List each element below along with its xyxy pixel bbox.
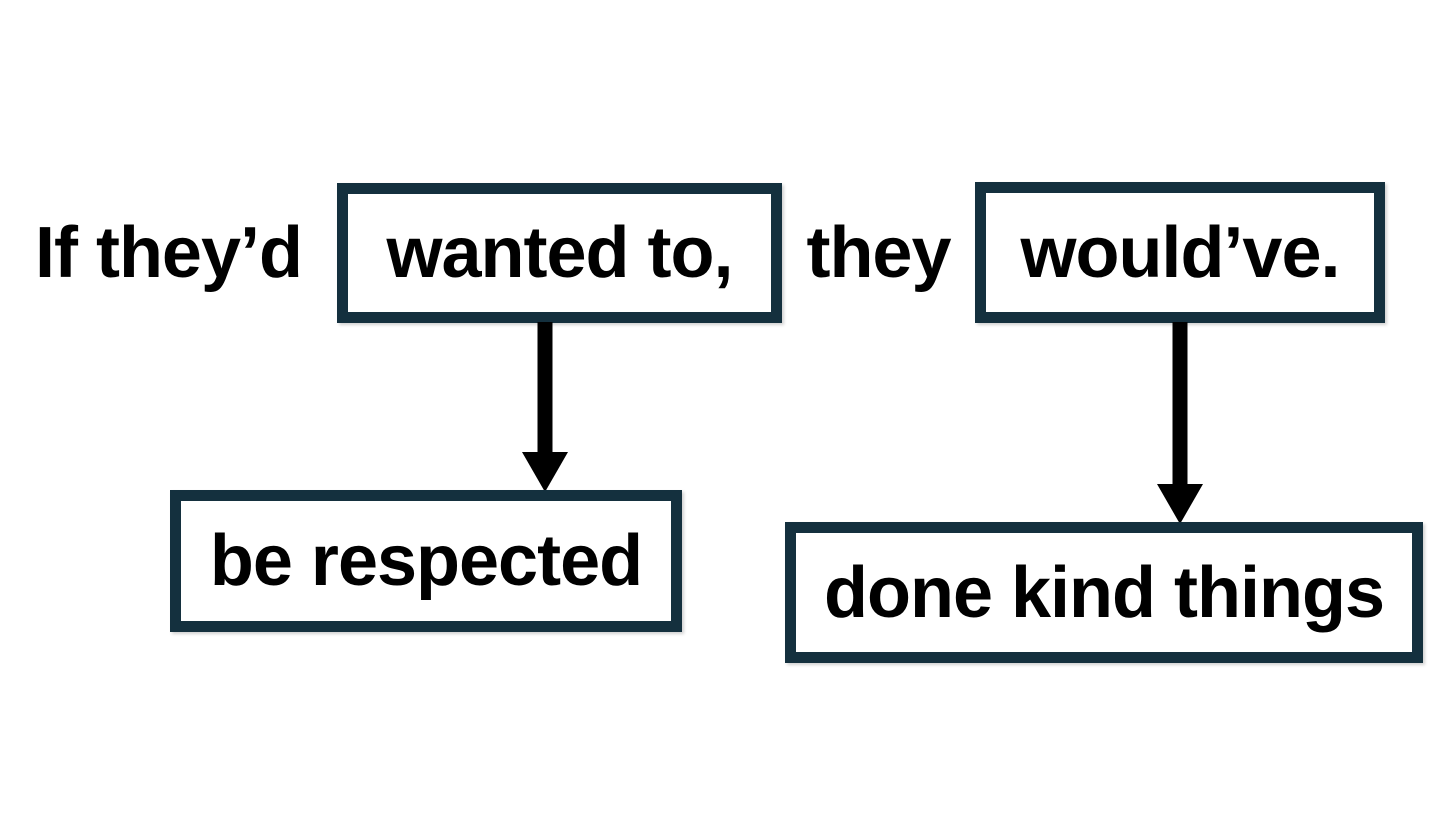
box-wanted-to-label: wanted to, xyxy=(386,213,734,293)
box-be-respected: be respected xyxy=(170,490,682,632)
down-arrow-icon-right xyxy=(1157,322,1203,524)
down-arrow-icon-left xyxy=(522,322,568,492)
box-wouldve-label: would’ve. xyxy=(1020,212,1340,293)
sentence-prefix-text: If they’d xyxy=(34,213,303,293)
box-done-kind-things-label: done kind things xyxy=(824,552,1385,633)
box-done-kind-things: done kind things xyxy=(785,522,1423,663)
box-wanted-to: wanted to, xyxy=(337,183,782,323)
box-be-respected-label: be respected xyxy=(209,521,643,601)
sentence-middle-text: they xyxy=(806,213,951,293)
box-wouldve: would’ve. xyxy=(975,182,1385,323)
